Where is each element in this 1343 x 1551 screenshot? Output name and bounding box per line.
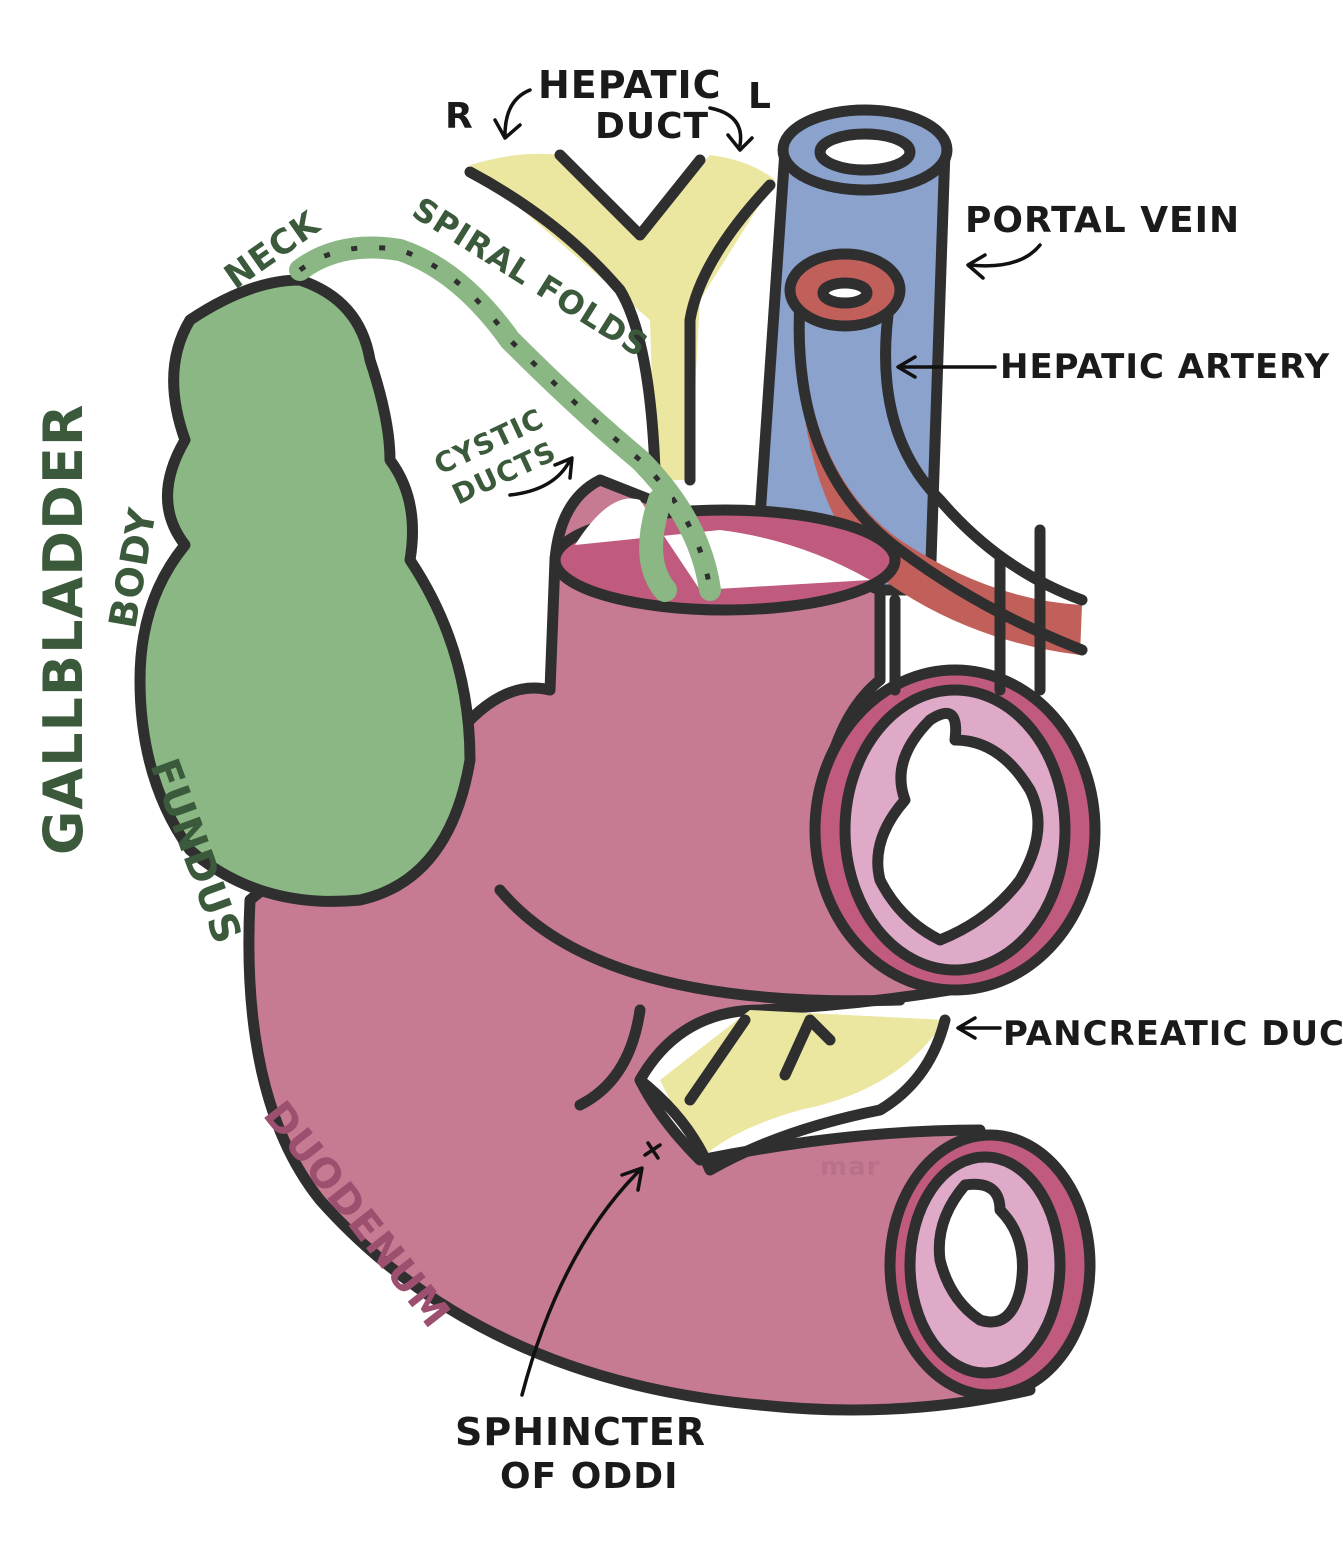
watermark: mar: [820, 1152, 880, 1182]
sphincter-label-line2: OF ODDI: [500, 1456, 679, 1497]
hepatic-duct-label-line2: DUCT: [595, 106, 709, 147]
pancreatic-duct-label: PANCREATIC DUCT: [1003, 1014, 1343, 1054]
gallbladder-shape: [134, 236, 721, 907]
duodenum-shape: mar: [243, 474, 1101, 1416]
sphincter-label: SPHINCTER: [455, 1410, 706, 1454]
gallbladder-label: GALLBLADDER: [32, 404, 95, 855]
portal-vein-label: PORTAL VEIN: [965, 200, 1240, 241]
label-arrows: [493, 88, 1042, 1397]
right-label: R: [445, 96, 474, 137]
hepatic-duct-shape: [464, 149, 776, 486]
left-label: L: [748, 76, 772, 117]
hepatic-duct-label: HEPATIC: [538, 63, 722, 107]
hepatic-artery-label: HEPATIC ARTERY: [1000, 347, 1330, 387]
pancreatic-duct-shape: [634, 1010, 951, 1176]
